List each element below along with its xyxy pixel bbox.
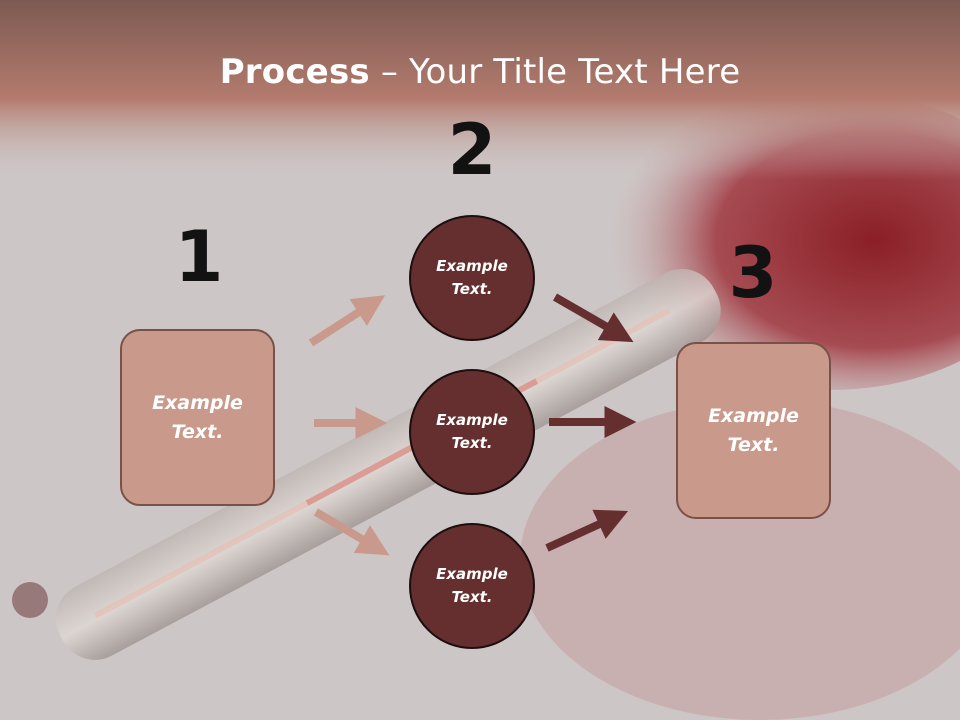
step-3-text-line2: Text.: [727, 433, 780, 456]
step-number-3: 3: [728, 232, 778, 314]
step-1-text-line1: Example: [152, 391, 243, 414]
step-3-box: Example Text.: [676, 342, 831, 519]
circle-bottom-text-line2: Text.: [451, 588, 493, 606]
circle-top-text-line1: Example: [436, 257, 508, 275]
circle-top-text-line2: Text.: [451, 280, 493, 298]
circle-middle-text-line1: Example: [436, 411, 508, 429]
step-number-2: 2: [447, 109, 497, 191]
step-2-circle-bottom: Example Text.: [409, 523, 535, 649]
circle-middle-text-line2: Text.: [451, 434, 493, 452]
circle-bottom-text-line1: Example: [436, 565, 508, 583]
step-1-box: Example Text.: [120, 329, 275, 506]
slide-title: Process – Your Title Text Here: [0, 52, 960, 92]
title-rest: – Your Title Text Here: [369, 52, 741, 92]
step-3-text-line1: Example: [708, 404, 799, 427]
step-1-text-line2: Text.: [171, 420, 224, 443]
title-bold: Process: [219, 52, 370, 92]
step-number-1: 1: [174, 216, 224, 298]
step-2-circle-top: Example Text.: [409, 215, 535, 341]
step-2-circle-middle: Example Text.: [409, 369, 535, 495]
